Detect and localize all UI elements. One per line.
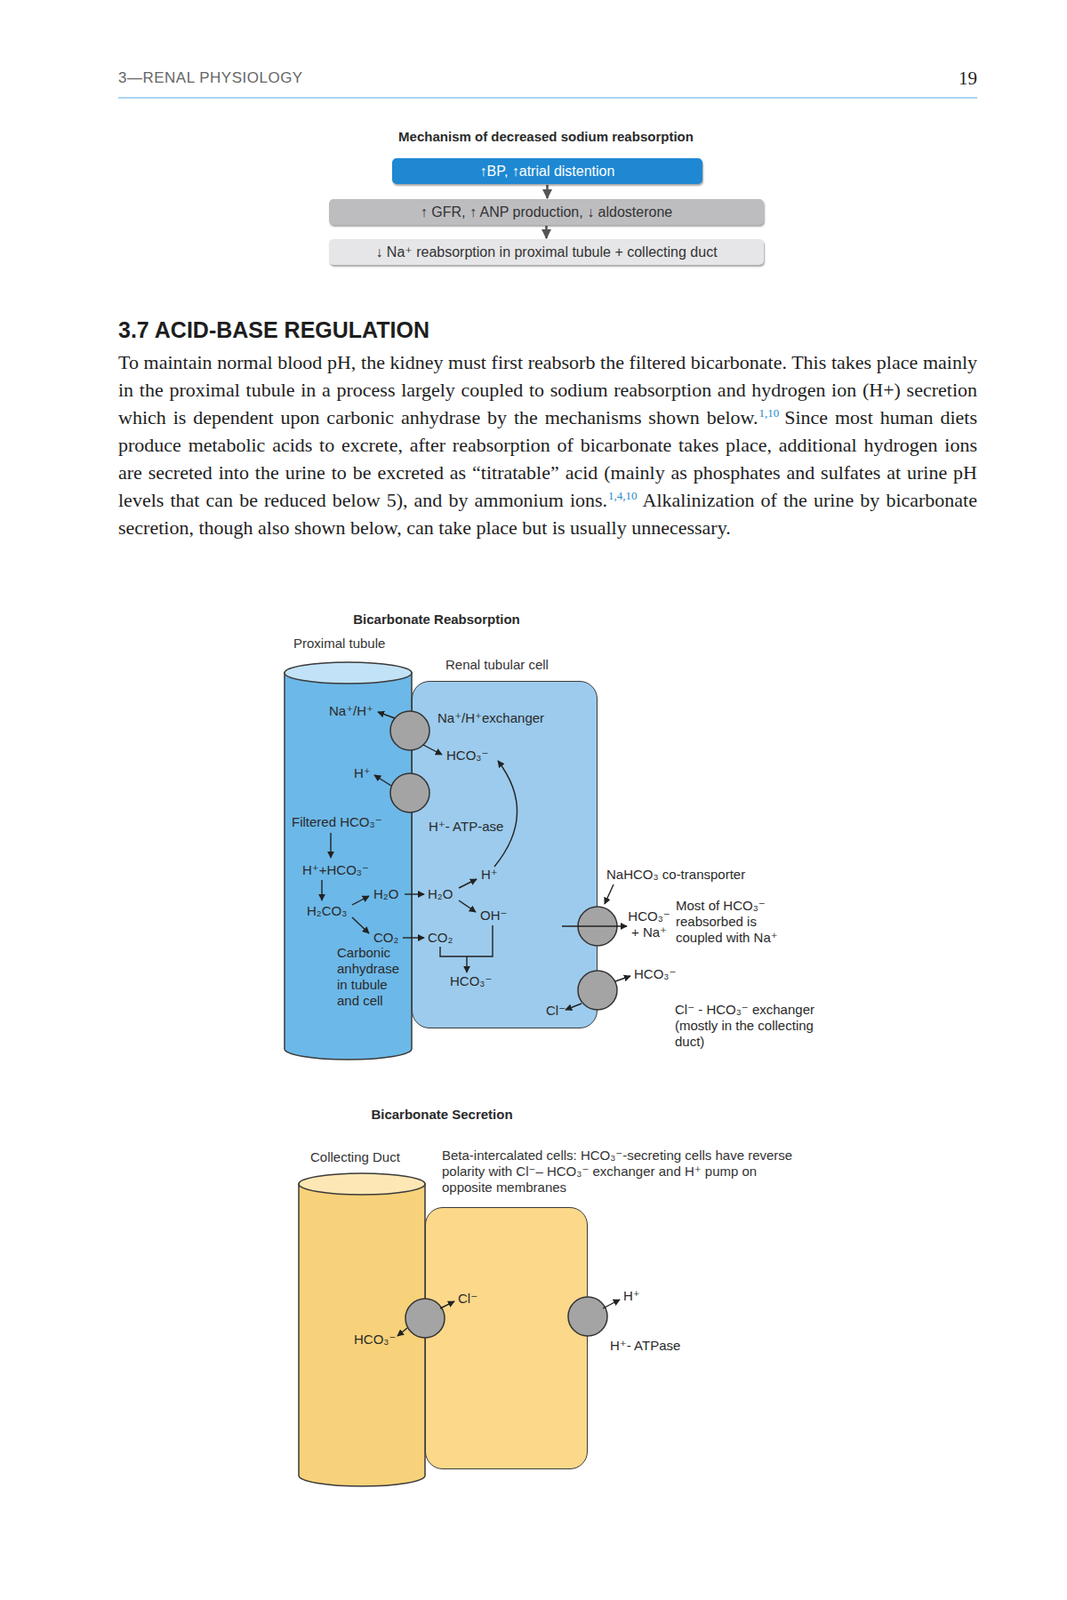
- flow-arrow: [320, 880, 322, 901]
- flow-arrow: [352, 917, 370, 934]
- transport-arrow: [561, 925, 627, 927]
- cell-box: Beta-intercalated cells: HCO₃⁻-secreting…: [425, 1207, 588, 1470]
- node-heading: Beta-intercalated cells: HCO₃⁻-secreting…: [441, 1147, 807, 1196]
- chemical-label: HCO₃⁻ + Na⁺: [627, 908, 670, 941]
- paragraph-text: To maintain normal blood pH, the kidney …: [118, 351, 978, 429]
- chemical-label: Cl⁻ - HCO₃⁻ exchanger (mostly in the col…: [674, 1002, 822, 1051]
- citation-number: 1,4,10: [608, 489, 638, 503]
- figure-title: Mechanism of decreased sodium reabsorpti…: [398, 128, 694, 145]
- box-text: ↑BP, ↑atrial distention: [399, 162, 696, 180]
- process-box: ↑ GFR, ↑ ANP production, ↓ aldosterone: [328, 199, 764, 225]
- flow-connector: [545, 225, 548, 239]
- figure-title: Bicarbonate Secretion: [370, 1107, 513, 1124]
- box-text: ↑ GFR, ↑ ANP production, ↓ aldosterone: [336, 203, 757, 221]
- process-box: ↓ Na⁺ reabsorption in proximal tubule + …: [328, 239, 764, 265]
- cylinder-body: [298, 1184, 426, 1487]
- flow-arrow: [440, 1301, 455, 1309]
- merge-bracket: [440, 925, 493, 957]
- paragraph-text: Since most human diets produce metabolic…: [118, 406, 978, 512]
- leader-arrow: [604, 884, 614, 905]
- exchanger-symbol: [577, 970, 618, 1011]
- chemical-label: HCO₃⁻: [633, 966, 676, 983]
- flow-arrow: [602, 1299, 620, 1309]
- pump-symbol: [390, 773, 430, 813]
- cylinder-top: [298, 1173, 426, 1196]
- flow-arrow: [458, 879, 477, 889]
- flow-arrow: [404, 893, 425, 895]
- header-rule: [118, 96, 978, 99]
- recycle-arrow: [494, 761, 518, 867]
- flow-arrow: [374, 775, 392, 787]
- node-heading: Proximal tubule: [293, 635, 386, 652]
- page-number: 19: [958, 70, 978, 87]
- flow-arrow: [377, 712, 395, 719]
- cylinder-body: [284, 673, 412, 1060]
- exchanger-symbol: [405, 1299, 445, 1339]
- section-heading: 3.7 ACID-BASE REGULATION: [118, 316, 430, 344]
- tubule-cylinder: Collecting Duct: [298, 1173, 426, 1487]
- flow-arrow: [458, 900, 476, 913]
- body-paragraph: To maintain normal blood pH, the kidney …: [118, 348, 978, 542]
- pump-symbol: [568, 1297, 608, 1337]
- tubule-cylinder: Proximal tubule: [284, 662, 412, 1060]
- box-text: ↓ Na⁺ reabsorption in proximal tubule + …: [336, 243, 757, 261]
- flow-arrow: [615, 976, 631, 982]
- cotransporter-symbol: [577, 906, 618, 947]
- process-box: ↑BP, ↑atrial distention: [392, 158, 703, 185]
- flow-arrow: [423, 745, 442, 755]
- cell-box: Renal tubular cell: [411, 681, 598, 1029]
- flow-arrow: [352, 896, 370, 906]
- cylinder-outline: [284, 662, 412, 1060]
- flow-arrow: [402, 937, 425, 939]
- running-head: 3—RENAL PHYSIOLOGY: [118, 70, 304, 87]
- figure-title: Bicarbonate Reabsorption: [352, 611, 521, 628]
- node-heading: Collecting Duct: [310, 1149, 401, 1166]
- chemical-label: Most of HCO₃⁻ reabsorbed is coupled with…: [675, 898, 801, 947]
- cylinder-top: [284, 662, 412, 684]
- flow-arrow: [465, 956, 467, 973]
- flow-arrow: [565, 1003, 582, 1011]
- flow-connector: [545, 184, 549, 199]
- citation-number: 1,10: [759, 406, 780, 420]
- flow-arrow: [397, 1328, 408, 1337]
- chemical-label: H⁺- ATPase: [609, 1338, 681, 1355]
- chemical-label: NaHCO₃ co-transporter: [606, 866, 746, 883]
- paragraph-text: Alkalinization of the urine by bicarbona…: [118, 489, 978, 539]
- node-heading: Renal tubular cell: [445, 657, 549, 674]
- exchanger-symbol: [390, 711, 430, 751]
- chemical-label: H⁺: [623, 1288, 641, 1305]
- flow-arrow: [329, 833, 331, 859]
- cylinder-outline: [298, 1173, 426, 1487]
